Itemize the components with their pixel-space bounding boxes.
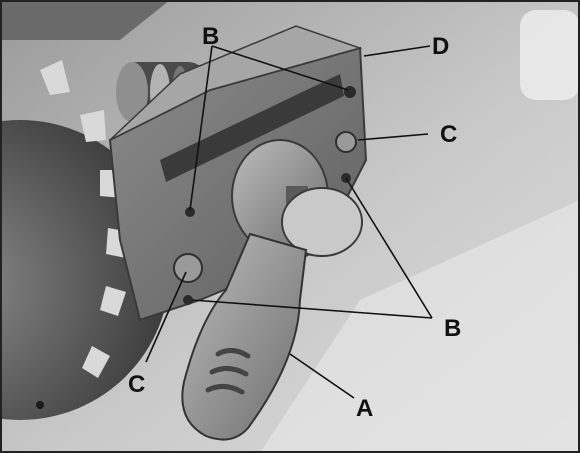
callout-c-right: C [440, 121, 457, 148]
callout-b-top: B [202, 23, 219, 50]
leader-b-top-right [211, 45, 349, 91]
saw-tooth [40, 60, 70, 95]
upper-left-rail [0, 0, 170, 40]
leader-a [289, 353, 355, 399]
glare-highlight [520, 10, 580, 100]
bracket-top-face [109, 25, 363, 141]
leader-c-left [145, 271, 187, 363]
cam-lever [181, 139, 363, 441]
leader-lines [145, 45, 433, 399]
screw-hole [185, 207, 195, 217]
saw-tooth [80, 110, 106, 142]
pivot-pin [173, 253, 203, 283]
blade-hole [36, 401, 44, 409]
leader-b-right-lower [191, 299, 433, 319]
callout-b-right: B [444, 315, 461, 342]
lever-grip-ridges [205, 348, 251, 395]
leader-d [363, 45, 431, 57]
callout-a: A [356, 395, 373, 422]
bracket-slot [160, 74, 344, 182]
lever-knob [281, 187, 363, 257]
pivot-pin [335, 131, 357, 153]
screw-hole [183, 295, 193, 305]
leader-b-top-left [189, 45, 213, 211]
saw-tooth [82, 346, 110, 378]
callout-c-left: C [128, 371, 145, 398]
leader-c-right [357, 133, 429, 141]
leader-b-right-upper [345, 177, 433, 319]
callout-d: D [432, 33, 449, 60]
saw-tooth [100, 286, 126, 316]
table-surface [260, 200, 580, 453]
screw-hole [344, 86, 356, 98]
